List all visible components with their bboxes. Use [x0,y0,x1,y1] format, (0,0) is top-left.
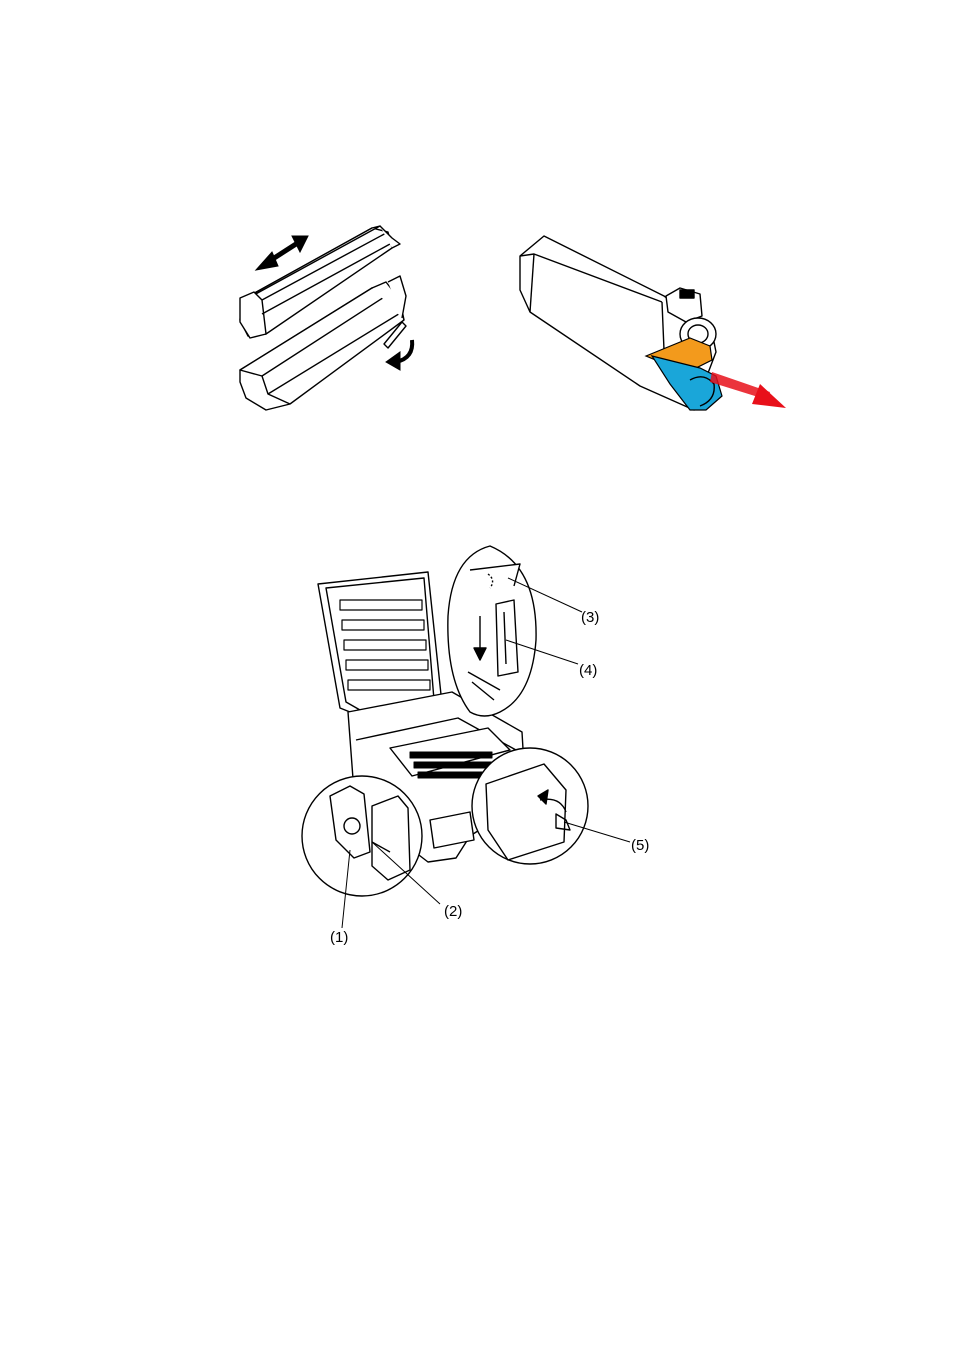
callout-label-2: (2) [444,904,462,919]
callout-label-4: (4) [579,663,597,678]
callout-label-5: (5) [631,838,649,853]
callout-label-1: (1) [330,930,348,945]
detail-circle-top [448,546,536,716]
callout-label-3: (3) [581,610,599,625]
